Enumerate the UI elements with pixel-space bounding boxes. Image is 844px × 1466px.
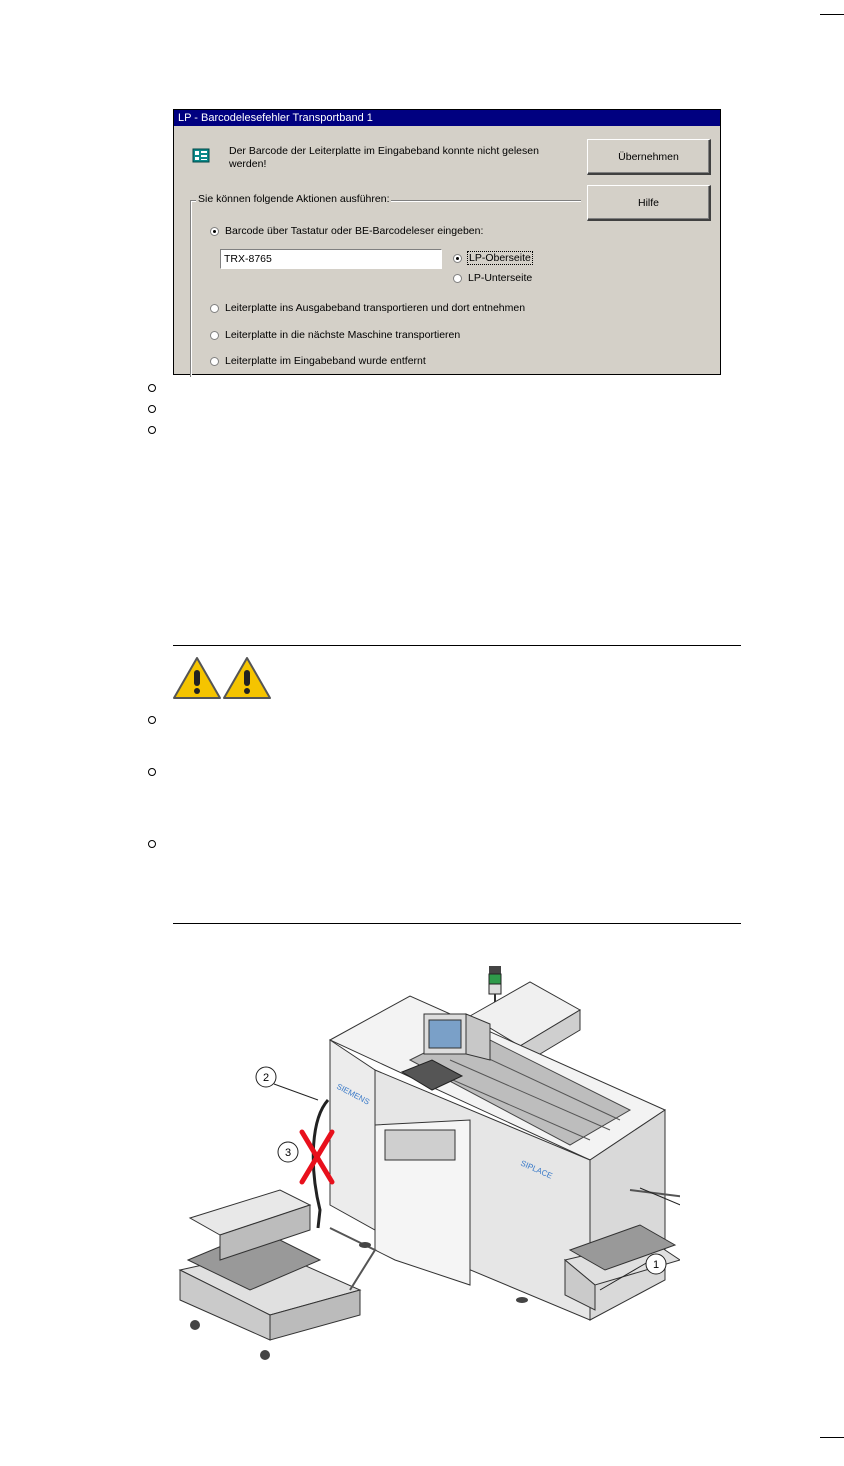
option-label: LP-Unterseite xyxy=(468,272,533,284)
error-message: Der Barcode der Leiterplatte im Eingabeb… xyxy=(229,145,539,170)
bottom-corner-mark xyxy=(820,1437,844,1438)
radio-icon[interactable] xyxy=(210,356,219,366)
placement-machine-illustration: SIEMENS SIPLACE 2 3 1 xyxy=(178,966,680,1360)
callout-1: 1 xyxy=(645,1253,667,1275)
actions-group-label: Sie können folgende Aktionen ausführen: xyxy=(196,193,392,205)
option-board-removed[interactable]: Leiterplatte im Eingabeband wurde entfer… xyxy=(210,355,426,367)
option-transport-next[interactable]: Leiterplatte in die nächste Maschine tra… xyxy=(210,329,460,341)
bullet-point xyxy=(148,384,156,392)
apply-button[interactable]: Übernehmen xyxy=(587,139,711,175)
option-enter-barcode[interactable]: Barcode über Tastatur oder BE-Barcodeles… xyxy=(210,225,483,237)
warning-icon xyxy=(223,657,271,699)
warning-icon xyxy=(173,657,221,699)
bullet-point xyxy=(148,426,156,434)
radio-icon[interactable] xyxy=(453,273,462,283)
section-divider xyxy=(173,645,741,646)
dialog-body: Der Barcode der Leiterplatte im Eingabeb… xyxy=(174,126,720,377)
option-label: Leiterplatte ins Ausgabeband transportie… xyxy=(225,302,526,314)
top-corner-mark xyxy=(820,14,844,15)
option-label: Leiterplatte im Eingabeband wurde entfer… xyxy=(225,355,426,367)
callout-3: 3 xyxy=(277,1141,299,1163)
bullet-point xyxy=(148,840,156,848)
radio-icon[interactable] xyxy=(210,303,219,313)
option-label: Leiterplatte in die nächste Maschine tra… xyxy=(225,329,461,341)
bullet-point xyxy=(148,405,156,413)
pcb-board-icon xyxy=(192,148,210,163)
option-label: LP-Oberseite xyxy=(467,251,533,265)
option-bottom-side[interactable]: LP-Unterseite xyxy=(453,272,532,284)
radio-selected-icon[interactable] xyxy=(453,253,462,263)
dialog-title: LP - Barcodelesefehler Transportband 1 xyxy=(174,110,720,126)
svg-text:3: 3 xyxy=(285,1147,291,1159)
svg-text:1: 1 xyxy=(653,1259,659,1271)
option-transport-output[interactable]: Leiterplatte ins Ausgabeband transportie… xyxy=(210,302,525,314)
bullet-point xyxy=(148,768,156,776)
barcode-error-dialog: LP - Barcodelesefehler Transportband 1 D… xyxy=(173,109,721,377)
option-label: Barcode über Tastatur oder BE-Barcodeles… xyxy=(225,225,484,237)
bullet-point xyxy=(148,716,156,724)
option-top-side[interactable]: LP-Oberseite xyxy=(453,251,533,265)
help-button[interactable]: Hilfe xyxy=(587,185,711,221)
section-divider xyxy=(173,923,741,924)
callout-2: 2 xyxy=(255,1066,277,1088)
radio-icon[interactable] xyxy=(210,330,219,340)
radio-selected-icon[interactable] xyxy=(210,226,219,236)
svg-text:2: 2 xyxy=(263,1072,269,1084)
cross-icon xyxy=(299,1129,335,1185)
barcode-input[interactable] xyxy=(220,249,442,269)
